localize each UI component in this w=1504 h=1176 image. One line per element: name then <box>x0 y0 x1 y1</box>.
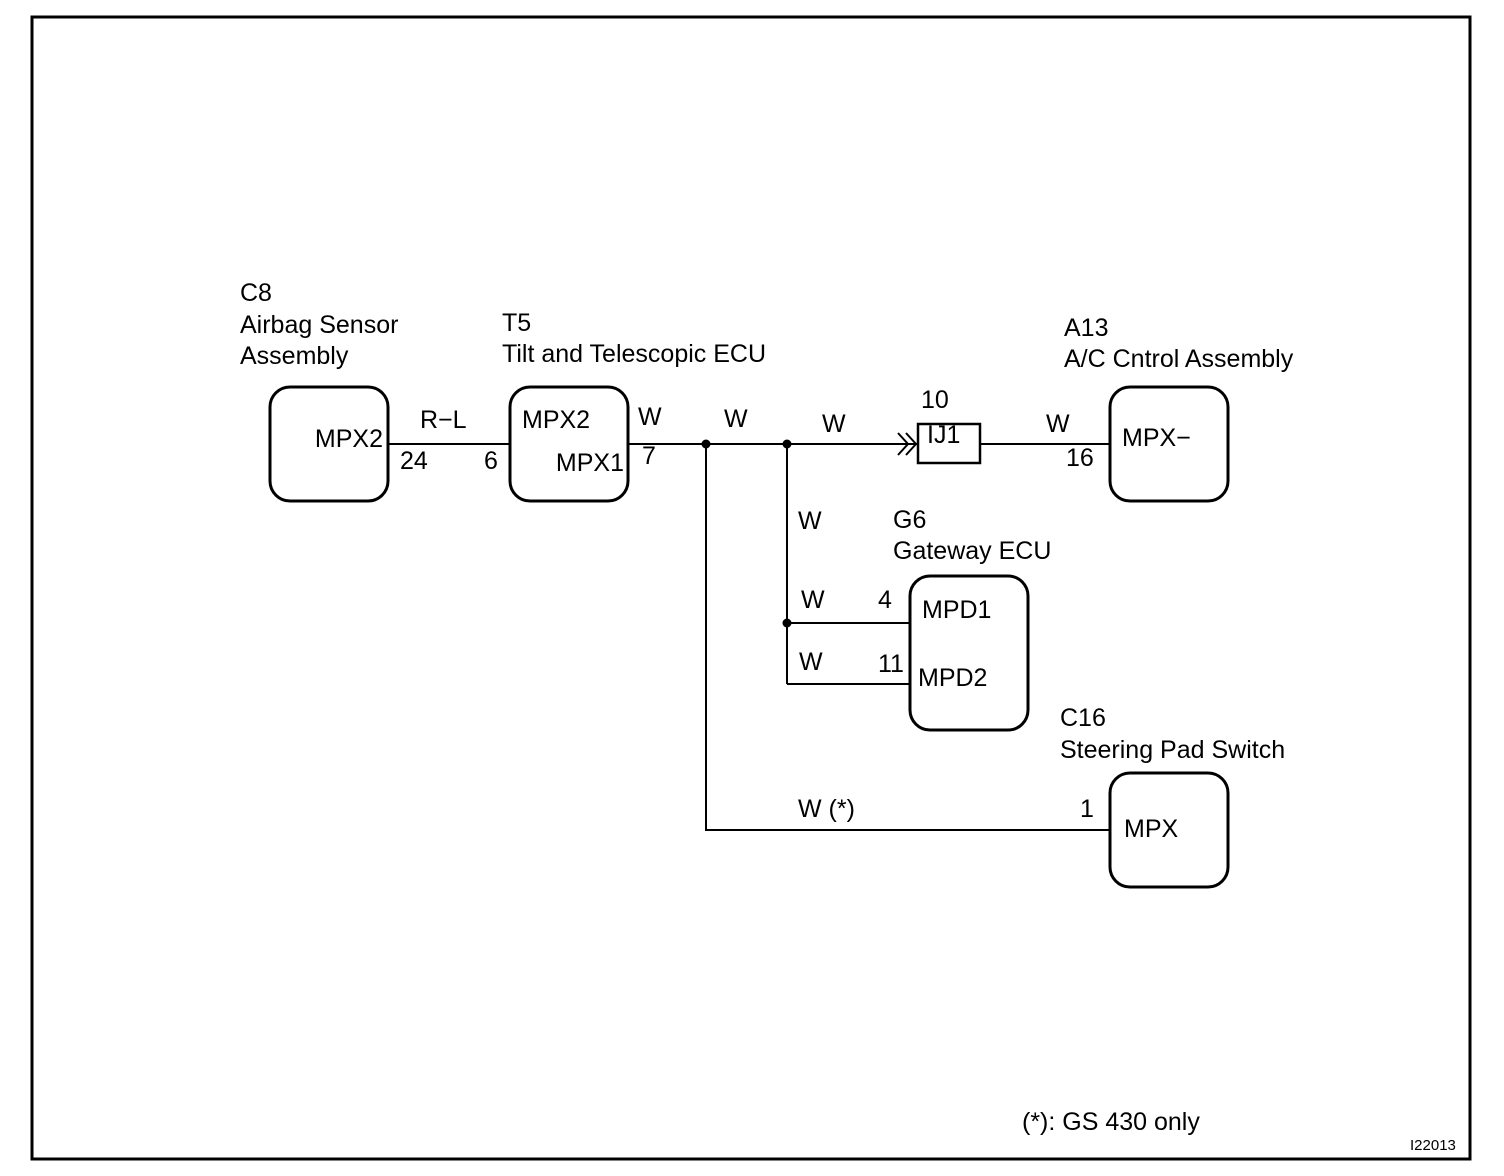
wire-label-g6-mpd1: W <box>801 586 825 614</box>
t5-code: T5 <box>502 309 531 337</box>
a13-ac-control-box <box>1108 385 1230 503</box>
junction-dot <box>782 439 792 449</box>
ij1-connector-box <box>916 422 982 465</box>
c16-name: Steering Pad Switch <box>1060 736 1285 764</box>
c8-name-line2: Assembly <box>240 342 349 370</box>
a13-terminal-label: MPX− <box>1122 424 1191 452</box>
pin-g6-mpd2: 11 <box>878 650 904 678</box>
connector-chevron-icon <box>905 432 918 456</box>
wire-label-ij1-a13: W <box>1046 410 1070 438</box>
wire-label-c16: W (*) <box>798 795 855 823</box>
c8-code: C8 <box>240 279 272 307</box>
wire-label-junction: W <box>724 405 748 433</box>
junction-dot <box>701 439 711 449</box>
c16-steering-pad-switch-box <box>1108 771 1230 889</box>
g6-name: Gateway ECU <box>893 537 1051 565</box>
ij1-pin-number: 10 <box>921 386 949 414</box>
c8-airbag-sensor-box <box>268 385 390 503</box>
wire-label-t5-out: W <box>638 403 662 431</box>
pin-g6-mpd1: 4 <box>878 586 892 614</box>
pin-c8-mpx2: 24 <box>400 447 428 475</box>
wire-c16 <box>705 444 1110 831</box>
pin-t5-mpx2: 6 <box>484 447 498 475</box>
pin-t5-mpx1: 7 <box>642 442 656 470</box>
g6-terminal-mpd2: MPD2 <box>918 664 987 692</box>
a13-name: A/C Cntrol Assembly <box>1064 345 1294 373</box>
connector-chevron-icon <box>897 432 910 456</box>
wire-label-to-ij1: W <box>822 410 846 438</box>
t5-terminal-mpx1: MPX1 <box>556 449 624 477</box>
footnote: (*): GS 430 only <box>1022 1108 1200 1136</box>
wire-label-c8-t5: R−L <box>420 406 467 434</box>
t5-name: Tilt and Telescopic ECU <box>502 340 766 368</box>
wire-label-g6-mpd2: W <box>799 648 823 676</box>
pin-c16-mpx: 1 <box>1080 795 1094 823</box>
c8-name-line1: Airbag Sensor <box>240 311 398 339</box>
c16-code: C16 <box>1060 704 1106 732</box>
g6-terminal-mpd1: MPD1 <box>922 596 991 624</box>
t5-terminal-mpx2: MPX2 <box>522 406 590 434</box>
diagram-frame <box>30 15 1472 1161</box>
figure-id: I22013 <box>1410 1137 1456 1154</box>
ij1-connector-label: IJ1 <box>927 421 960 449</box>
c8-terminal-label: MPX2 <box>315 425 383 453</box>
g6-code: G6 <box>893 506 926 534</box>
wire-label-vertical-g6: W <box>798 507 822 535</box>
t5-tilt-telescopic-ecu-box <box>508 385 630 503</box>
a13-code: A13 <box>1064 314 1108 342</box>
c16-terminal-label: MPX <box>1124 815 1179 843</box>
g6-gateway-ecu-box <box>908 574 1030 732</box>
junction-dot <box>782 618 792 628</box>
pin-a13-mpx: 16 <box>1066 444 1094 472</box>
